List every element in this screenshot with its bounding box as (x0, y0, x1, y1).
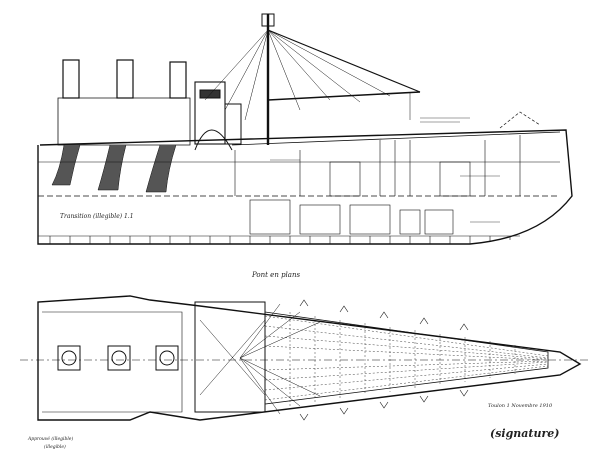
bridge (194, 81, 242, 151)
side-elevation (37, 13, 573, 245)
funnel-bases (57, 345, 179, 371)
city-date-note: Toulon 1 Novembre 1910 (488, 403, 553, 409)
deck-outline (37, 295, 582, 421)
funnel-3 (169, 61, 187, 99)
flying-deck-grid (264, 312, 549, 406)
plan-view-title: Pont en plans (252, 271, 301, 279)
elevation-note: Transition (illegible) 1.1 (60, 213, 134, 220)
mast-and-derrick (204, 13, 421, 145)
approval-note: Approuvé (illegible) (28, 437, 74, 442)
signature: (signature) (490, 427, 560, 440)
funnel-1 (62, 59, 80, 99)
funnel-2 (116, 59, 134, 99)
plan-view (20, 295, 590, 421)
funnels (51, 59, 191, 193)
approval-note-2: (illegible) (44, 445, 66, 450)
